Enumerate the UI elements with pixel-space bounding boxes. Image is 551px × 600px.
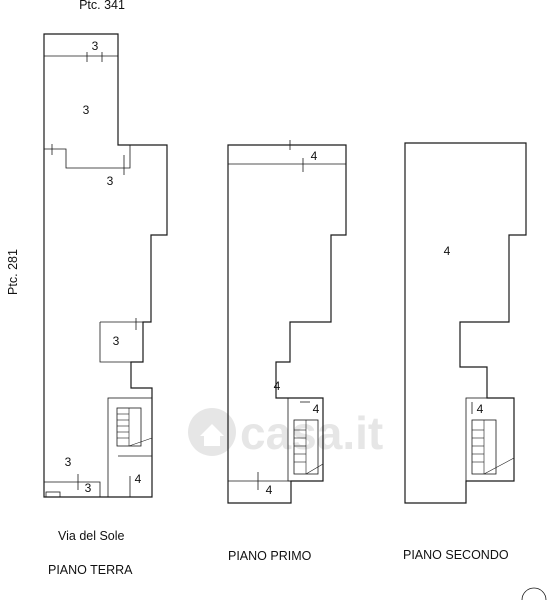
room-label: 4 [477,402,484,416]
floor-plan-piano-primo: 4 4 4 4 [227,140,347,504]
outline-piano-terra [43,33,168,498]
border-label-left: Ptc. 281 [6,249,20,295]
floor-caption-piano-terra: PIANO TERRA [48,563,133,577]
corner-mark [521,587,547,600]
watermark-house-icon [188,408,236,456]
stair-steps [294,420,324,475]
floor-plan-piano-terra: 3 3 3 3 3 3 4 [43,33,168,498]
room-label: 4 [274,379,281,393]
partition [99,321,144,363]
room-label: 4 [311,149,318,163]
room-label: 3 [92,39,99,53]
room-label: 4 [266,483,273,497]
partition [44,481,101,497]
room-label: 4 [135,472,142,486]
stair-block [465,397,515,482]
floor-caption-piano-secondo: PIANO SECONDO [403,548,509,562]
street-label: Via del Sole [58,529,125,543]
room-label: 4 [313,402,320,416]
room-label: 3 [65,455,72,469]
room-label: 4 [444,244,451,258]
partition [44,145,131,169]
floor-caption-piano-primo: PIANO PRIMO [228,549,312,563]
watermark: casa.it [188,407,383,459]
stair-block [287,397,324,482]
room-label: 3 [83,103,90,117]
border-label-top: Ptc. 341 [79,0,125,12]
room-label: 3 [85,481,92,495]
room-label: 3 [107,174,114,188]
threshold [45,491,61,498]
outline-piano-secondo [404,142,527,504]
outline-piano-primo [227,144,347,504]
stair-steps [472,420,515,475]
room-label: 3 [113,334,120,348]
floor-plan-piano-secondo: 4 4 [404,142,527,504]
stair-steps [117,408,153,447]
watermark-text: casa.it [240,407,383,459]
